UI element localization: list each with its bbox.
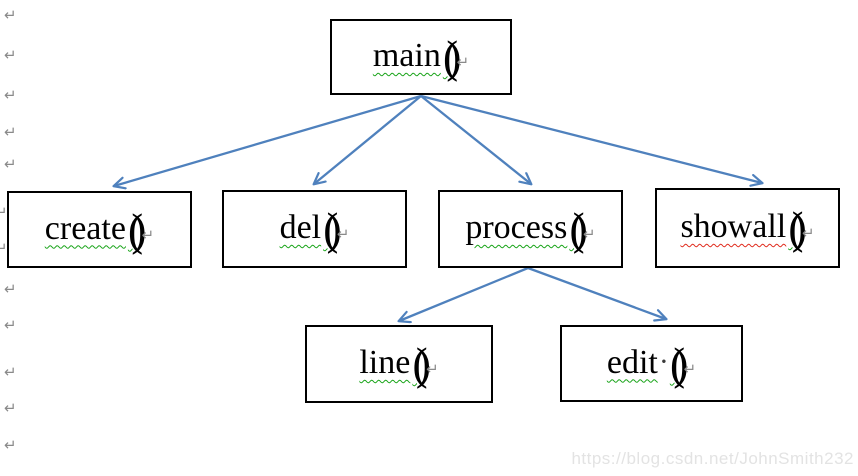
paragraph-mark-icon: ↵ bbox=[336, 225, 350, 243]
paragraph-mark-icon: ↵ bbox=[141, 225, 155, 244]
paragraph-mark-icon: ↵ bbox=[583, 225, 596, 243]
node-edit[interactable]: edit·()↵ bbox=[560, 325, 743, 402]
node-del[interactable]: del()↵ bbox=[222, 190, 407, 268]
paragraph-mark-icon: ↵ bbox=[4, 123, 17, 141]
parentheses: () bbox=[788, 202, 806, 253]
node-main[interactable]: main()↵ bbox=[330, 19, 512, 95]
node-label: del() bbox=[279, 203, 342, 254]
connector-arrow-main-create bbox=[114, 94, 422, 186]
paragraph-mark-icon: ↵ bbox=[683, 359, 697, 378]
node-label: process() bbox=[465, 203, 587, 254]
node-create[interactable]: create()↵ bbox=[7, 191, 192, 268]
connector-arrow-main-del bbox=[314, 95, 422, 184]
watermark: https://blog.csdn.net/JohnSmith232 bbox=[571, 449, 854, 468]
function-name: del bbox=[279, 209, 322, 246]
function-name: showall bbox=[680, 208, 787, 245]
parentheses: () bbox=[323, 203, 341, 254]
function-name: edit bbox=[606, 343, 658, 381]
paragraph-mark-icon: ↵ bbox=[4, 363, 17, 381]
paragraph-mark-icon: ↵ bbox=[4, 6, 17, 24]
node-label: edit·() bbox=[606, 337, 688, 389]
connector-arrow-main-showall bbox=[420, 94, 762, 183]
function-name: process bbox=[465, 209, 568, 246]
connector-arrow-process-line bbox=[399, 266, 529, 321]
parentheses: () bbox=[127, 203, 146, 255]
node-label: line() bbox=[359, 338, 430, 389]
node-label: create() bbox=[44, 203, 146, 255]
paragraph-mark-icon: ↵ bbox=[4, 46, 17, 64]
paragraph-mark-icon: ↵ bbox=[4, 280, 17, 298]
paragraph-mark-icon: ↵ bbox=[4, 155, 17, 173]
paragraph-mark-icon: ↵ bbox=[4, 399, 17, 417]
parentheses: () bbox=[442, 31, 461, 82]
parentheses: () bbox=[669, 337, 688, 389]
node-label: main() bbox=[372, 31, 461, 82]
node-line[interactable]: line()↵ bbox=[305, 325, 493, 403]
paragraph-mark-icon: ↵ bbox=[4, 436, 17, 454]
node-label: showall() bbox=[680, 202, 806, 253]
parentheses: () bbox=[569, 203, 587, 254]
function-name: line bbox=[359, 344, 411, 381]
node-showall[interactable]: showall()↵ bbox=[655, 188, 840, 268]
parentheses: () bbox=[412, 338, 430, 389]
paragraph-mark-icon: ↵ bbox=[456, 53, 470, 71]
paragraph-mark-icon: ↵ bbox=[0, 239, 8, 257]
paragraph-mark-icon: ↵ bbox=[4, 316, 17, 334]
connector-arrow-main-process bbox=[420, 95, 531, 184]
paragraph-mark-icon: ↵ bbox=[426, 360, 439, 378]
function-name: main bbox=[372, 37, 441, 74]
space-dot-mark: · bbox=[658, 344, 669, 378]
node-process[interactable]: process()↵ bbox=[438, 190, 623, 268]
paragraph-mark-icon: ↵ bbox=[0, 203, 8, 221]
paragraph-mark-icon: ↵ bbox=[801, 224, 815, 242]
connector-arrow-process-edit bbox=[527, 266, 666, 319]
paragraph-mark-icon: ↵ bbox=[4, 86, 17, 104]
function-name: create bbox=[44, 209, 126, 247]
